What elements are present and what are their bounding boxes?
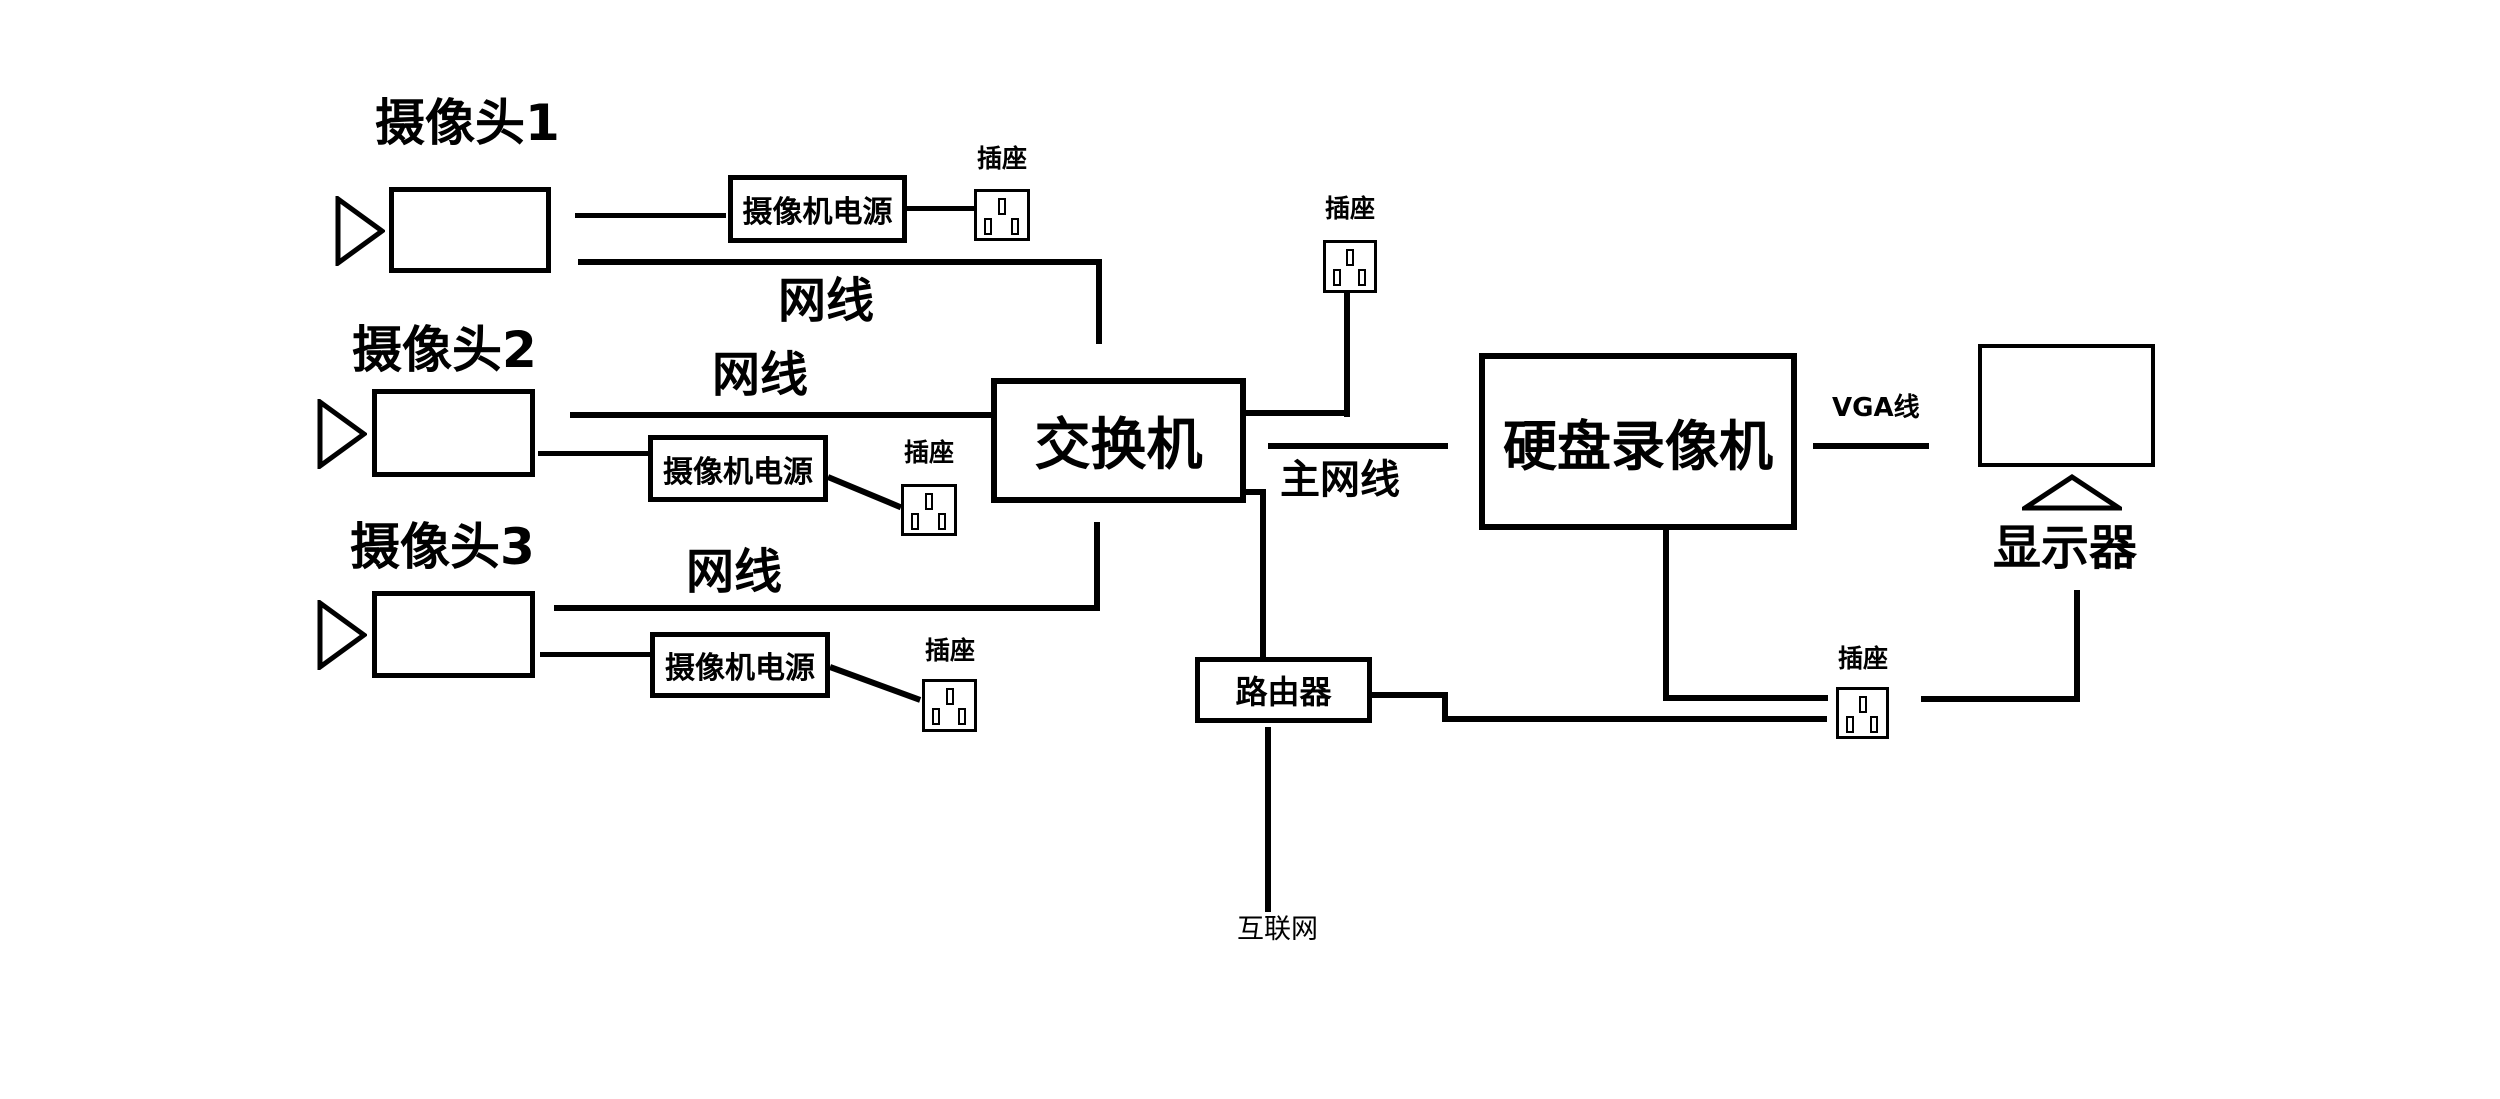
camera1-label: 摄像头1 xyxy=(375,94,560,152)
camera3-lens-icon xyxy=(317,600,367,670)
outlet-slot xyxy=(1358,269,1366,286)
outlet-switch-label: 插座 xyxy=(1324,194,1375,223)
outlet-slot xyxy=(925,493,933,510)
camera-power2-box: 摄像机电源 xyxy=(648,435,828,502)
camera2-box xyxy=(372,389,535,477)
outlet1-label: 插座 xyxy=(976,144,1027,173)
outlet-slot xyxy=(958,708,966,725)
cable-camera3-network-h xyxy=(554,605,1100,611)
outlet3 xyxy=(922,679,977,732)
camera-power3-box: 摄像机电源 xyxy=(650,632,830,698)
cable-monitor-outlet-h xyxy=(1921,696,2080,702)
cable-dvr-outlet-h xyxy=(1663,695,1828,701)
cable-switch-router-v xyxy=(1260,489,1266,657)
outlet-slot xyxy=(1011,218,1019,235)
cable-switch-router-h xyxy=(1246,489,1266,495)
outlet2 xyxy=(901,484,957,536)
outlet-slot xyxy=(1858,696,1867,713)
outlet-slot xyxy=(938,513,946,530)
cable-camera1-power xyxy=(575,213,726,218)
outlet-slot xyxy=(932,708,940,725)
camera1-lens-icon xyxy=(335,196,385,266)
outlet-slot xyxy=(984,218,992,235)
cable-camera3-network-v xyxy=(1094,522,1100,611)
camera-power1-label: 摄像机电源 xyxy=(742,195,893,230)
cable-router-internet xyxy=(1265,727,1271,912)
dvr-box: 硬盘录像机 xyxy=(1479,353,1797,530)
cable-monitor-outlet-v xyxy=(2074,590,2080,702)
cable-main-network xyxy=(1268,443,1448,449)
network-cable2-label: 网线 xyxy=(712,347,809,403)
cable-router-outlet-v xyxy=(1442,692,1448,722)
router-label: 路由器 xyxy=(1235,673,1332,711)
cable-vga xyxy=(1813,443,1929,449)
camera-power1-box: 摄像机电源 xyxy=(728,175,907,243)
outlet-slot xyxy=(1346,249,1354,266)
monitor-box xyxy=(1978,344,2155,467)
cable-camera2-network xyxy=(570,412,991,418)
switch-box: 交换机 xyxy=(991,378,1246,503)
outlet-slot xyxy=(1846,716,1854,733)
cable-power1-outlet xyxy=(907,206,974,211)
cable-power3-outlet xyxy=(828,664,922,703)
camera-power2-label: 摄像机电源 xyxy=(663,454,813,490)
outlet-slot xyxy=(1870,716,1878,733)
dvr-label: 硬盘录像机 xyxy=(1503,415,1773,478)
cable-camera2-power xyxy=(538,451,648,456)
outlet-slot xyxy=(1333,269,1341,286)
cable-dvr-outlet-v xyxy=(1663,530,1669,701)
network-cable3-label: 网线 xyxy=(686,544,783,600)
cable-outlet-switch-h xyxy=(1246,410,1350,416)
cable-power2-outlet xyxy=(826,474,903,511)
outlet-slot xyxy=(911,513,919,530)
outlet-slot xyxy=(998,198,1006,215)
camera-power3-label: 摄像机电源 xyxy=(665,651,815,686)
router-box: 路由器 xyxy=(1195,657,1372,723)
vga-cable-label: VGA线 xyxy=(1832,393,1920,423)
cable-camera3-power xyxy=(540,652,650,657)
main-network-cable-label: 主网线 xyxy=(1280,457,1400,503)
cable-camera1-network-v xyxy=(1096,259,1102,344)
outlet-slot xyxy=(945,688,954,705)
outlet1 xyxy=(974,189,1030,241)
cable-router-outlet-h2 xyxy=(1442,716,1827,722)
camera3-box xyxy=(372,591,535,678)
outlet-dvr xyxy=(1836,687,1889,739)
network-cable1-label: 网线 xyxy=(778,273,875,329)
camera1-box xyxy=(389,187,551,273)
outlet-switch xyxy=(1323,240,1377,293)
outlet2-label: 插座 xyxy=(903,438,954,467)
cable-outlet-switch-v xyxy=(1344,293,1350,417)
outlet3-label: 插座 xyxy=(924,636,975,665)
cable-camera1-network-h xyxy=(578,259,1102,265)
camera2-lens-icon xyxy=(317,399,367,469)
outlet-dvr-label: 插座 xyxy=(1837,644,1888,673)
camera2-label: 摄像头2 xyxy=(352,321,537,379)
monitor-stand-icon xyxy=(2022,474,2122,511)
cable-router-outlet-h1 xyxy=(1372,692,1448,698)
switch-label: 交换机 xyxy=(1034,413,1203,478)
camera3-label: 摄像头3 xyxy=(350,518,535,576)
internet-label: 互联网 xyxy=(1237,914,1318,945)
monitor-label: 显示器 xyxy=(1993,520,2138,576)
